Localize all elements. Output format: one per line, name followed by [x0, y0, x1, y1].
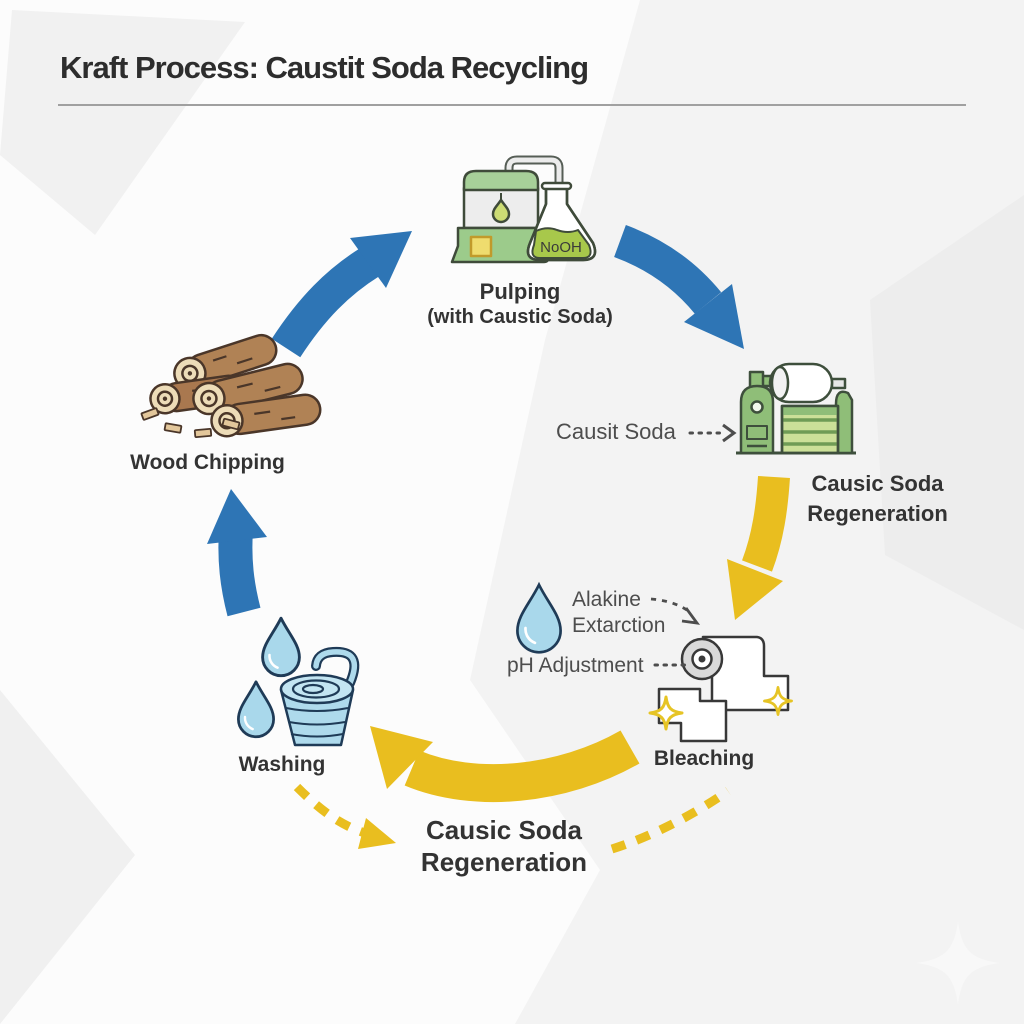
- stage-label-regeneration-right: Causic Soda Regeneration: [780, 469, 975, 529]
- annotation-ph-adjustment: pH Adjustment: [507, 654, 644, 677]
- page-title: Kraft Process: Caustit Soda Recycling: [60, 50, 589, 85]
- annotation-alkaline-extraction-line2: Extarction: [572, 614, 666, 637]
- stage-label-washing: Washing: [238, 753, 326, 776]
- stage-label-pulping: Pulping: [479, 279, 561, 304]
- annotation-caustic-soda-input: Causit Soda: [556, 419, 676, 444]
- regeneration-bottom-line2: Regeneration: [420, 847, 588, 877]
- regeneration-right-line2: Regeneration: [807, 501, 948, 526]
- annotation-alkaline-extraction-line1: Alakine: [572, 588, 641, 611]
- regeneration-bottom-line1: Causic Soda: [425, 815, 583, 845]
- stage-sublabel-pulping: (with Caustic Soda): [427, 306, 613, 328]
- regeneration-right-line1: Causic Soda: [811, 471, 944, 496]
- stage-label-regeneration-bottom: Causic Soda Regeneration: [374, 814, 634, 878]
- stage-label-bleaching: Bleaching: [653, 747, 755, 770]
- stage-label-wood-chipping: Wood Chipping: [130, 451, 285, 474]
- title-underline: [58, 104, 966, 106]
